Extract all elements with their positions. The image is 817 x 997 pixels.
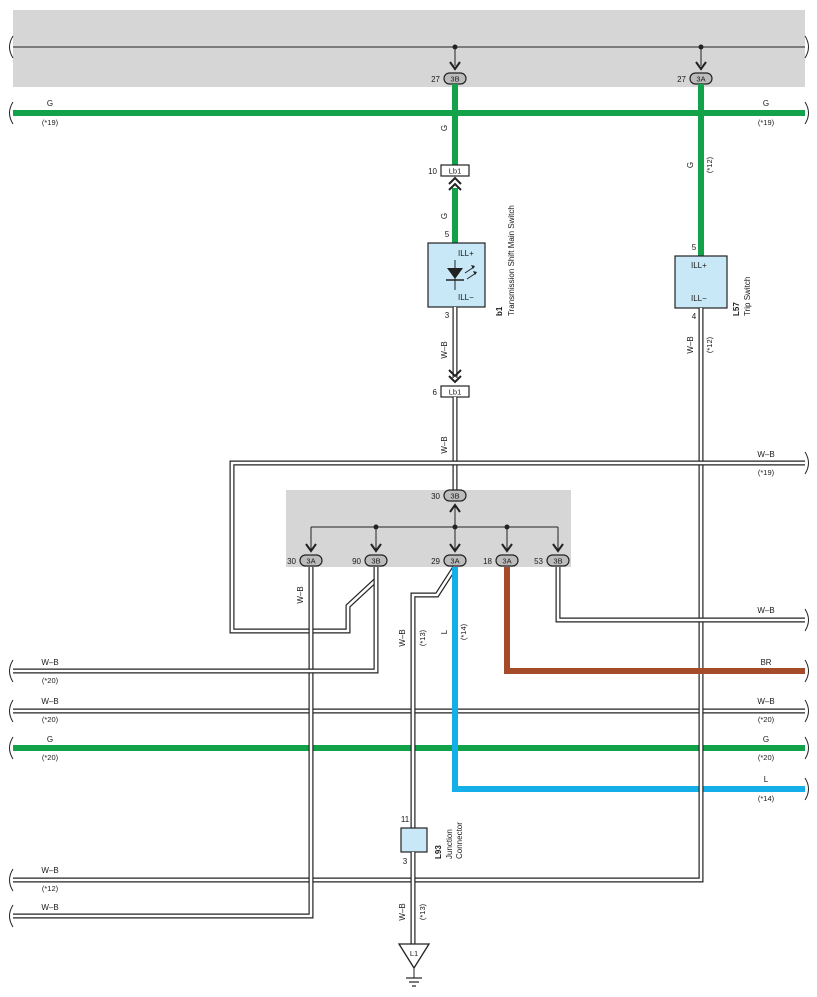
vert-29-l-label: L — [440, 629, 449, 634]
b1-name: Transmission Shift Main Switch — [507, 205, 516, 316]
svg-text:3A: 3A — [450, 557, 459, 566]
g-pair-20-left-tag: (*20) — [42, 753, 59, 762]
l57-ill-minus: ILL− — [691, 294, 707, 303]
wb-left-20a-label: W–B — [41, 658, 58, 667]
green-top-left-tag: (*19) — [42, 118, 59, 127]
l93-wire-label: W–B — [398, 903, 407, 920]
middle-junction-block — [286, 490, 571, 567]
l57-ill-plus: ILL+ — [691, 261, 707, 270]
wb-pair-20-right-label: W–B — [757, 697, 774, 706]
vert-30-label: W–B — [296, 586, 305, 603]
svg-text:3B: 3B — [371, 557, 380, 566]
brown-wire — [504, 567, 805, 674]
top-junction-block — [13, 10, 805, 87]
led-icon — [446, 260, 477, 290]
svg-text:3B: 3B — [553, 557, 562, 566]
b1-pin-3: 3 — [445, 311, 450, 320]
svg-text:Lb1: Lb1 — [449, 167, 462, 176]
wb-left-12-tag: (*12) — [42, 884, 59, 893]
pin-27-left: 27 — [431, 75, 440, 84]
green-top-right-tag: (*19) — [758, 118, 775, 127]
wb-right-19-tag: (*19) — [758, 468, 775, 477]
l93-wire-tag: (*13) — [418, 903, 427, 920]
wb-left-bottom-label: W–B — [41, 903, 58, 912]
g-pair-20-right-label: G — [763, 735, 769, 744]
vert-29-l-tag: (*14) — [459, 623, 468, 640]
jb-mid-connector-29: 3A 29 — [431, 554, 467, 567]
jb-mid-connector-90: 3B 90 — [352, 554, 388, 567]
g-pair-20-left-label: G — [47, 735, 53, 744]
ground-icon — [397, 943, 431, 987]
wb-right-53-label: W–B — [757, 606, 774, 615]
l57-pin-5: 5 — [692, 243, 697, 252]
jb-mid-connector-18: 3A 18 — [483, 554, 519, 567]
svg-text:3A: 3A — [502, 557, 511, 566]
l57-pin-4: 4 — [692, 312, 697, 321]
b1-wire-bottom-label: W–B — [440, 341, 449, 358]
b1-pin-5: 5 — [445, 230, 450, 239]
svg-text:3A: 3A — [696, 75, 705, 84]
pin-27-right: 27 — [677, 75, 686, 84]
connector-3b-top: 3B — [443, 72, 467, 85]
vert-29-wb-tag: (*13) — [418, 629, 427, 646]
lb1-top-pin: 10 — [428, 167, 437, 176]
connector-lb1-bottom: Lb1 — [440, 385, 470, 398]
svg-text:Lb1: Lb1 — [449, 388, 462, 397]
b1-code: b1 — [495, 306, 504, 316]
blue-wire — [452, 567, 805, 792]
connector-lb1-top: Lb1 — [440, 164, 470, 177]
connector-3a-top: 3A — [689, 72, 713, 85]
svg-text:29: 29 — [431, 557, 440, 566]
l57-wire-top-label: G — [686, 162, 695, 168]
wb-pair-20-left-tag: (*20) — [42, 715, 59, 724]
l-right-label: L — [764, 775, 769, 784]
vert-29-wb-label: W–B — [398, 629, 407, 646]
green-top-right-label: G — [763, 99, 769, 108]
wire-g-label-1: G — [440, 125, 449, 131]
b1-wire-below-label: W–B — [440, 436, 449, 453]
jb-mid-top-pin: 30 — [431, 492, 440, 501]
jb-mid-connector-30: 3A 30 — [287, 554, 323, 567]
wb-pair-20-left-label: W–B — [41, 697, 58, 706]
wb-left-20a-tag: (*20) — [42, 676, 59, 685]
wb-right-19-label: W–B — [757, 450, 774, 459]
l93-pin-3: 3 — [403, 857, 408, 866]
svg-text:90: 90 — [352, 557, 361, 566]
l93-junction-connector — [400, 827, 428, 853]
l57-trip-switch — [674, 255, 728, 309]
svg-text:3A: 3A — [306, 557, 315, 566]
wb-left-12-label: W–B — [41, 866, 58, 875]
svg-text:3B: 3B — [450, 492, 459, 501]
l57-wire-top-tag: (*12) — [705, 156, 714, 173]
ground-id: L1 — [410, 949, 418, 958]
l93-name-line2: Connector — [455, 822, 464, 859]
l57-wire-bottom-tag: (*12) — [705, 336, 714, 353]
l93-pin-11: 11 — [401, 815, 410, 824]
l-right-tag: (*14) — [758, 794, 775, 803]
svg-text:53: 53 — [534, 557, 543, 566]
l57-wire-bottom-label: W–B — [686, 336, 695, 353]
br-right-label: BR — [760, 658, 771, 667]
lb1-bottom-pin: 6 — [433, 388, 438, 397]
green-top-left-label: G — [47, 99, 53, 108]
b1-ill-plus: ILL+ — [458, 249, 474, 258]
jb-mid-connector-53: 3B 53 — [534, 554, 570, 567]
svg-text:30: 30 — [287, 557, 296, 566]
l93-name-line1: Junction — [445, 829, 454, 859]
l57-name: Trip Switch — [743, 277, 752, 316]
l57-code: L57 — [732, 302, 741, 316]
l93-code: L93 — [434, 845, 443, 859]
wire-g-label-2: G — [440, 213, 449, 219]
wb-pair-20-right-tag: (*20) — [758, 715, 775, 724]
b1-ill-minus: ILL− — [458, 293, 474, 302]
g-pair-20-right-tag: (*20) — [758, 753, 775, 762]
svg-text:18: 18 — [483, 557, 492, 566]
svg-text:3B: 3B — [450, 75, 459, 84]
connector-3b-mid-top: 3B — [443, 489, 467, 502]
